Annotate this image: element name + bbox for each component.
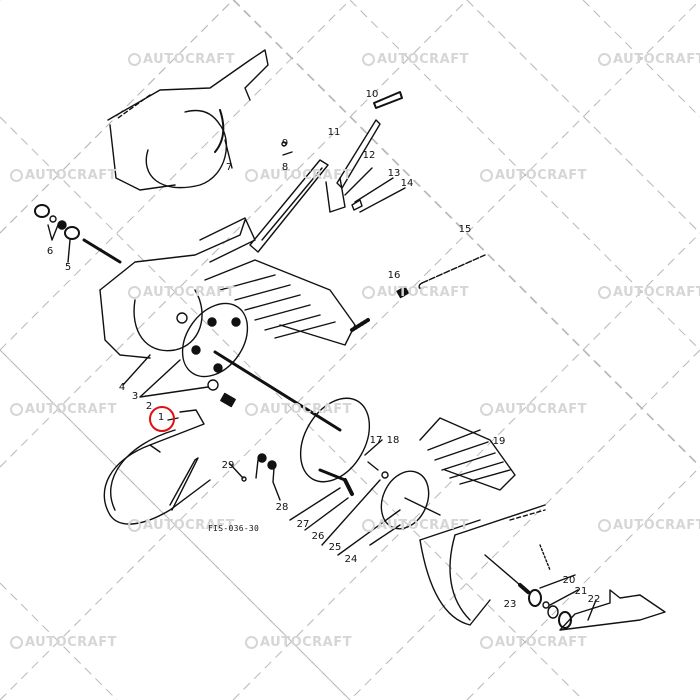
callout-6: 6 <box>46 246 54 257</box>
callout-9: 9 <box>281 138 289 149</box>
clip-spring-parts-28-29 <box>229 453 281 501</box>
callout-1: 1 <box>157 412 165 423</box>
depth-bar-parts-8-14 <box>249 91 406 253</box>
callout-12: 12 <box>362 150 376 161</box>
callout-8: 8 <box>281 162 289 173</box>
callout-4: 4 <box>118 382 126 393</box>
callout-17: 17 <box>369 435 383 446</box>
callout-22: 22 <box>587 594 601 605</box>
highlight-circle <box>149 406 175 432</box>
tine-bank-upper <box>204 259 356 346</box>
callout-14: 14 <box>400 178 414 189</box>
callout-23: 23 <box>503 599 517 610</box>
callout-7: 7 <box>225 162 233 173</box>
drawing <box>34 49 666 631</box>
callout-13: 13 <box>387 168 401 179</box>
figure-reference: FIS-036-30 <box>208 524 260 533</box>
callout-3: 3 <box>131 391 139 402</box>
callout-21: 21 <box>574 586 588 597</box>
callout-28: 28 <box>275 502 289 513</box>
control-rod-parts-15-16 <box>350 254 486 332</box>
callout-16: 16 <box>387 270 401 281</box>
callout-5: 5 <box>64 262 72 273</box>
chain-case-part-4 <box>99 217 256 386</box>
callout-20: 20 <box>562 575 576 586</box>
callout-15: 15 <box>458 224 472 235</box>
tine-bank-lower <box>419 417 516 491</box>
nuts-part-5-6 <box>34 204 122 264</box>
end-disc-part-24 <box>369 470 441 546</box>
callout-10: 10 <box>365 89 379 100</box>
side-cover-part-7 <box>107 49 269 191</box>
rear-guard <box>419 504 546 626</box>
callout-19: 19 <box>492 436 506 447</box>
hub-flange-lower <box>289 397 401 556</box>
callout-27: 27 <box>296 519 310 530</box>
rotor-flange <box>139 302 342 432</box>
strap <box>169 457 199 511</box>
axle-parts-20-23 <box>484 544 666 631</box>
callout-24: 24 <box>344 554 358 565</box>
callout-29: 29 <box>221 460 235 471</box>
callout-25: 25 <box>328 542 342 553</box>
callout-18: 18 <box>386 435 400 446</box>
callout-11: 11 <box>327 127 341 138</box>
tine-blade-part-1 <box>103 409 211 525</box>
callout-26: 26 <box>311 531 325 542</box>
callout-2: 2 <box>145 401 153 412</box>
